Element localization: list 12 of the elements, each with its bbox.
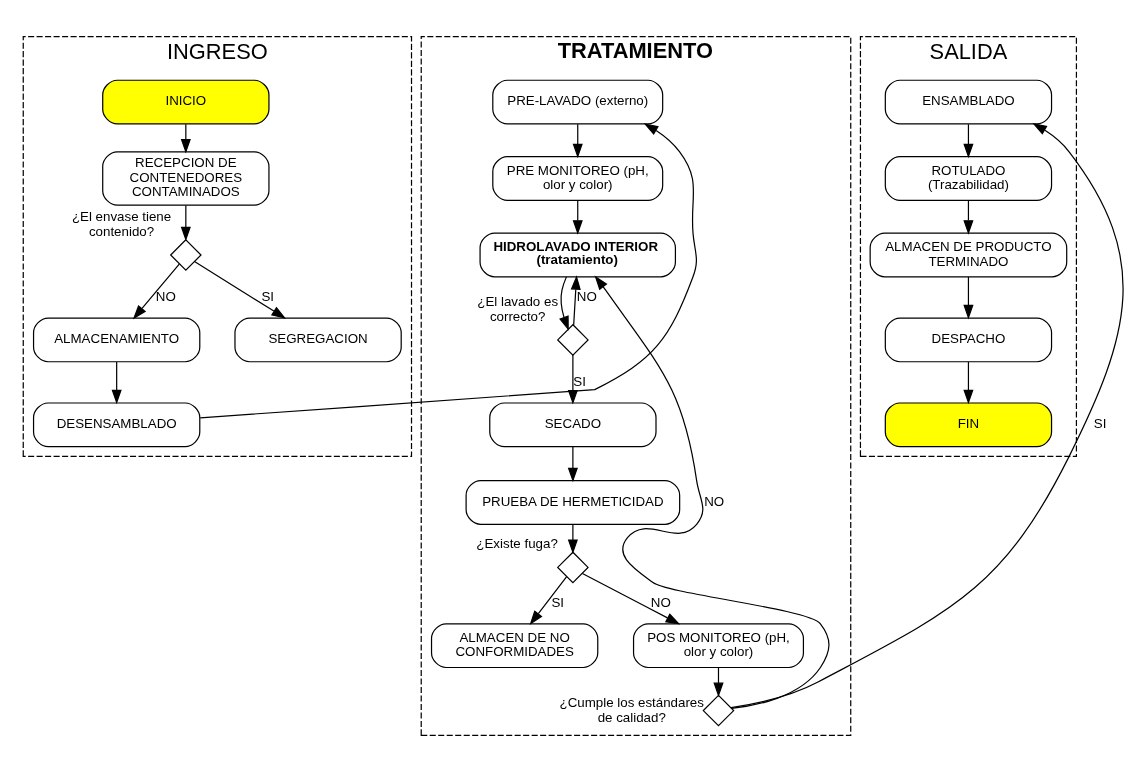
edge-label: SI [573, 373, 586, 389]
edge-label: NO [155, 288, 176, 304]
edge-label: SI [1093, 415, 1107, 431]
edge-label: SI [551, 594, 565, 610]
edge-label: NO [650, 594, 671, 610]
edge-label: NO [576, 288, 597, 304]
node-label: ¿Cumple los estándares de calidad? [559, 694, 704, 725]
node-label: ¿Existe fuga? [476, 535, 558, 551]
node-label: ¿El lavado es correcto? [477, 293, 559, 324]
node-label: ¿El envase tiene contenido? [71, 208, 172, 239]
edge-label: NO [704, 493, 725, 509]
edge-label: SI [261, 288, 275, 304]
